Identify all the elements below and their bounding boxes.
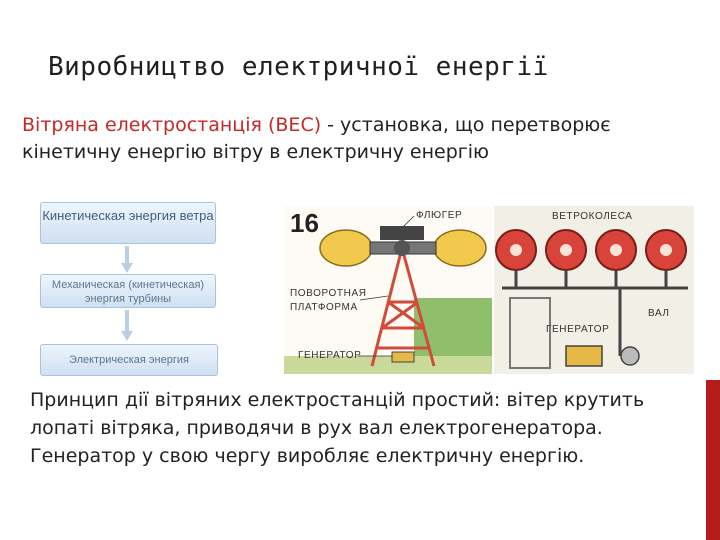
label-generator-right: ГЕНЕРАТОР (546, 324, 609, 335)
support-frame (509, 297, 551, 369)
ground (284, 356, 492, 374)
intro-term: Вітряна електростанція (ВЕС) (22, 114, 322, 136)
label-generator-left: ГЕНЕРАТОР (298, 350, 361, 361)
turbine-blades (319, 229, 487, 267)
intro-paragraph: Вітряна електростанція (ВЕС) - установка… (22, 112, 662, 166)
slide-accent-bar (706, 380, 720, 540)
drive-shaft (502, 270, 688, 356)
slide-title: Виробництво електричної енергії (48, 52, 549, 82)
label-vane: ФЛЮГЕР (416, 210, 462, 221)
base-generator (391, 351, 415, 363)
flow-arrow-down-icon (121, 310, 133, 341)
intro-definition: - установка, що перетворює кінетичну ене… (22, 114, 611, 163)
energy-flowchart: Кинетическая энергия ветра Механическая … (36, 198, 222, 378)
flow-arrow-down-icon (121, 246, 133, 273)
label-platform-line2: ПЛАТФОРМА (290, 302, 358, 313)
flow-step-electric-energy: Электрическая энергия (40, 344, 218, 376)
label-platform-line1: ПОВОРОТНАЯ (290, 288, 367, 299)
rotating-platform (380, 226, 424, 240)
wind-power-plant-diagram: 16 ФЛЮГЕР ПОВОРОТНАЯ ПЛАТФОРМА ГЕНЕРАТОР… (284, 206, 694, 374)
generator-unit (565, 345, 603, 367)
wind-tower (370, 247, 436, 367)
flow-step-turbine-energy: Механическая (кинетическая) энергия турб… (40, 274, 216, 308)
figure-number: 16 (290, 208, 319, 238)
flow-step-wind-energy: Кинетическая энергия ветра (40, 202, 216, 244)
label-shaft: ВАЛ (648, 308, 670, 319)
label-wheels: ВЕТРОКОЛЕСА (552, 211, 633, 222)
gear-icon (620, 346, 640, 366)
principle-paragraph: Принцип дії вітряних електростанцій прос… (30, 389, 645, 467)
